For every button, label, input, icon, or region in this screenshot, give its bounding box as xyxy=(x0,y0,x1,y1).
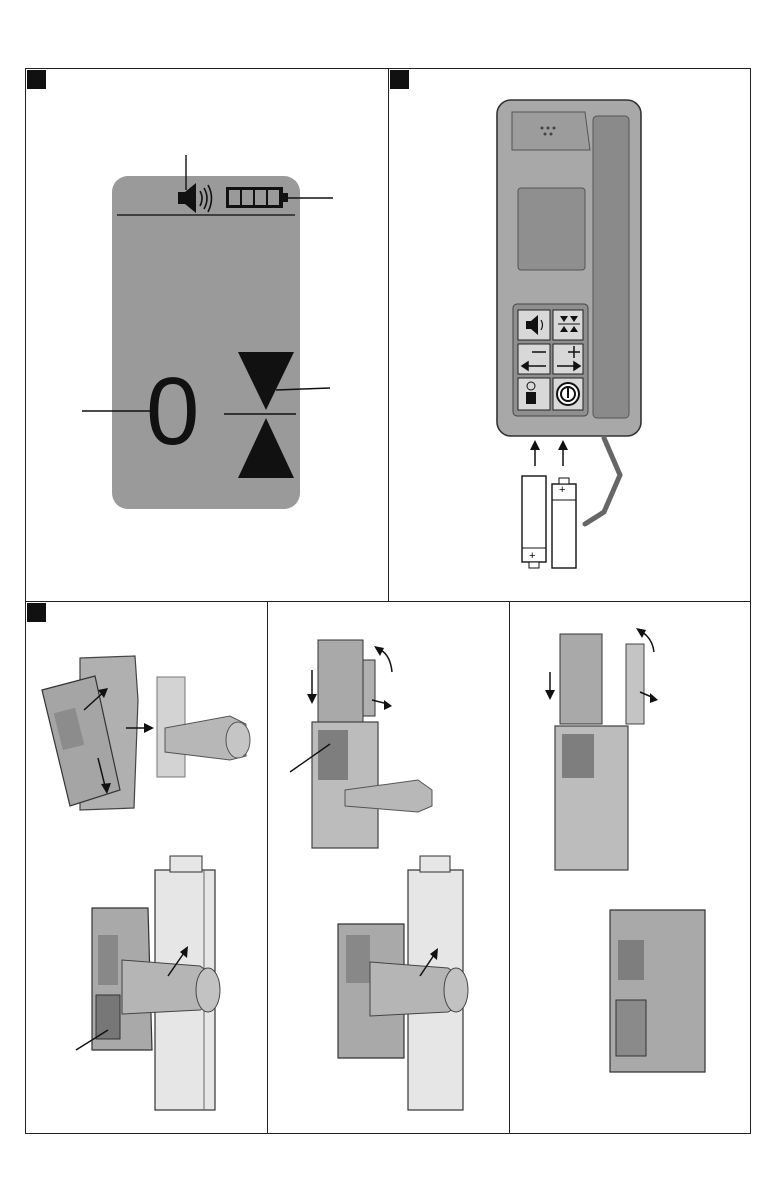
step-b-receiver xyxy=(290,640,432,848)
step-a-holder xyxy=(42,656,250,810)
step-c-assembled xyxy=(610,910,705,1072)
step-a-rod xyxy=(76,856,220,1110)
step-c-receiver xyxy=(545,628,658,870)
step-b-rod xyxy=(338,856,468,1110)
